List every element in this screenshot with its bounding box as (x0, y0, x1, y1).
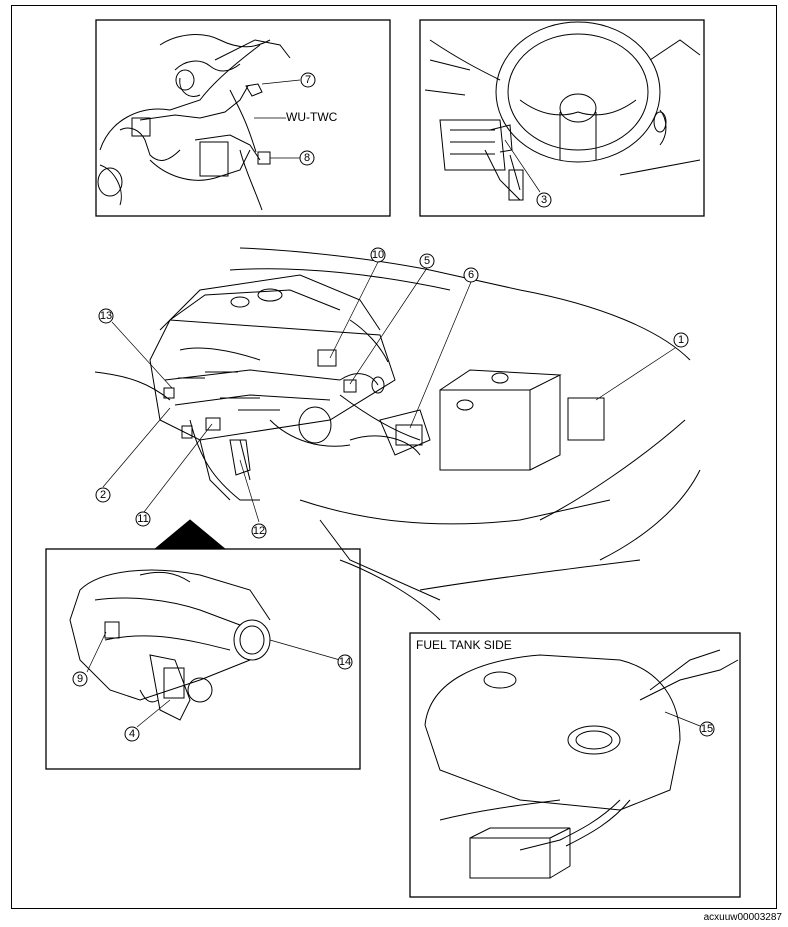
callout-10: 10 (370, 247, 386, 263)
callout-3: 3 (536, 192, 552, 208)
inset-steering-pedal (419, 19, 705, 217)
steering-pedal-sketch (424, 21, 701, 201)
callout-9: 9 (72, 671, 88, 687)
callout-1: 1 (673, 332, 689, 348)
callout-4: 4 (124, 726, 140, 742)
engine-bay-sketch (94, 247, 701, 621)
callout-5: 5 (419, 253, 435, 269)
callout-15-num: 15 (701, 723, 713, 735)
callout-8-num: 8 (304, 152, 310, 164)
engine-harness-sketch (97, 34, 301, 211)
callout-11: 11 (135, 511, 151, 527)
inset-engine-harness (95, 19, 391, 217)
label-wu-twc: WU-TWC (286, 110, 338, 124)
callout-7-num: 7 (305, 74, 311, 86)
callout-3-num: 3 (541, 194, 547, 206)
callout-14-num: 14 (339, 656, 351, 668)
document-code: acxuuw00003287 (703, 912, 782, 923)
callout-15: 15 (699, 721, 715, 737)
callout-10-num: 10 (372, 249, 384, 261)
diagram-frame (11, 5, 777, 909)
inset-fuel-tank (409, 632, 741, 898)
callout-8: 8 (299, 150, 315, 166)
callout-6-num: 6 (468, 269, 474, 281)
label-fuel-tank-side: FUEL TANK SIDE (416, 638, 512, 652)
callout-4-num: 4 (129, 728, 135, 740)
callout-5-num: 5 (424, 255, 430, 267)
callout-9-num: 9 (77, 673, 83, 685)
callout-2: 2 (95, 487, 111, 503)
callout-13-num: 13 (100, 310, 112, 322)
callout-1-num: 1 (678, 334, 684, 346)
callout-12-num: 12 (253, 525, 265, 537)
callout-11-num: 11 (137, 513, 148, 525)
callout-7: 7 (300, 72, 316, 88)
fuel-tank-sketch (424, 649, 739, 879)
callout-13: 13 (98, 308, 114, 324)
callout-12: 12 (251, 523, 267, 539)
callout-2-num: 2 (100, 489, 106, 501)
intake-manifold-sketch (69, 569, 341, 728)
callout-6: 6 (463, 267, 479, 283)
callout-14: 14 (337, 654, 353, 670)
